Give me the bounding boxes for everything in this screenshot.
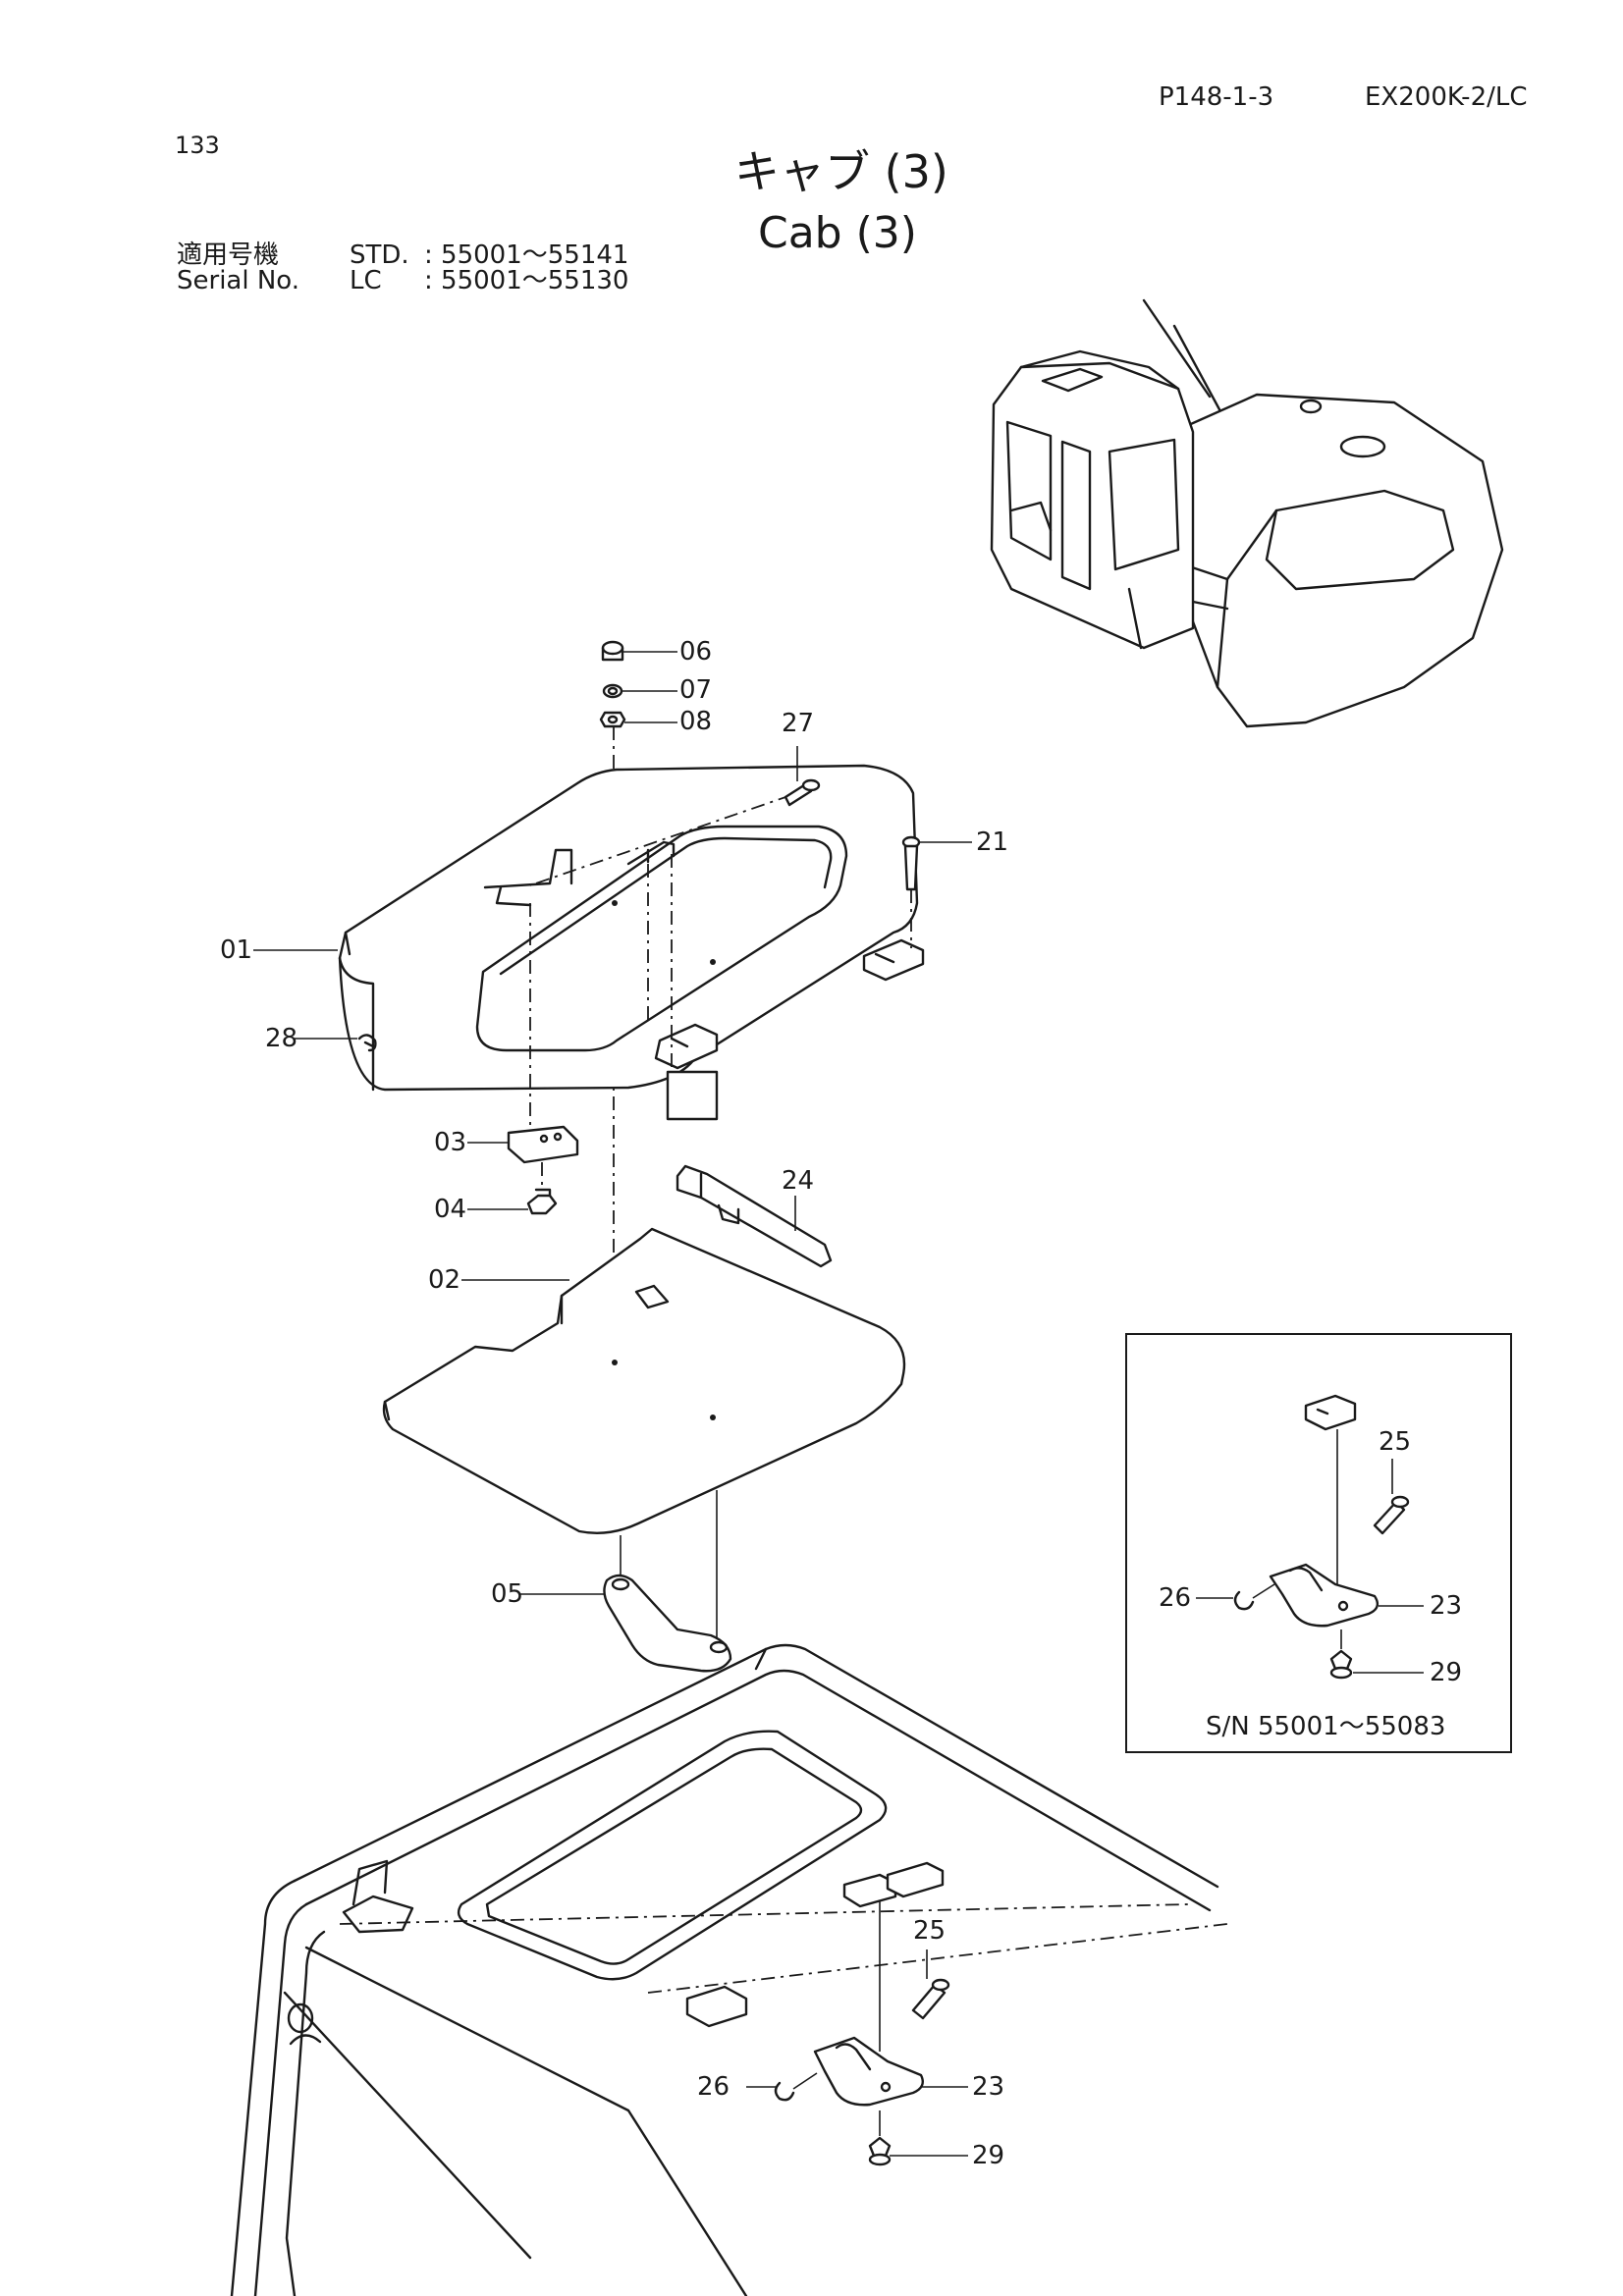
page-number: 133 bbox=[175, 132, 220, 159]
callout-24: 24 bbox=[782, 1166, 815, 1196]
inset-serial-note: S/N 55001～55083 bbox=[1206, 1712, 1446, 1741]
callout-29-bottom: 29 bbox=[972, 2141, 1005, 2170]
inset-assembly-illustration bbox=[1196, 1394, 1424, 1680]
callout-21: 21 bbox=[976, 828, 1009, 857]
serial-lc-range: : 55001～55130 bbox=[424, 266, 629, 295]
inset-callout-25: 25 bbox=[1379, 1427, 1412, 1457]
callout-27: 27 bbox=[782, 709, 815, 738]
callout-02: 02 bbox=[428, 1265, 461, 1295]
callout-28: 28 bbox=[265, 1024, 298, 1053]
bolt-25-bottom-icon bbox=[911, 1978, 950, 2020]
serial-label-en: Serial No. bbox=[177, 266, 299, 295]
bolt-06-icon bbox=[601, 640, 624, 662]
page-code: P148-1-3 bbox=[1159, 82, 1274, 112]
callout-08: 08 bbox=[679, 707, 713, 736]
bolt-21-icon bbox=[901, 835, 921, 891]
inset-callout-23: 23 bbox=[1430, 1591, 1463, 1621]
nut-08-icon bbox=[599, 711, 626, 728]
inset-callout-26: 26 bbox=[1159, 1583, 1192, 1613]
clip-26-bottom-icon bbox=[774, 2072, 818, 2102]
callout-06: 06 bbox=[679, 637, 713, 667]
serial-label-jp: 適用号機 bbox=[177, 240, 280, 270]
washer-07-icon bbox=[602, 683, 623, 699]
callout-05: 05 bbox=[491, 1579, 524, 1609]
bracket-03-icon bbox=[507, 1125, 579, 1164]
hatch-panel-01 bbox=[338, 764, 925, 1092]
bolt-27-icon bbox=[784, 778, 821, 807]
callout-23-bottom: 23 bbox=[972, 2072, 1005, 2102]
bolt-04-icon bbox=[526, 1188, 558, 1215]
excavator-overview-illustration bbox=[990, 298, 1504, 728]
serial-lc-label: LC bbox=[350, 266, 382, 295]
model-code: EX200K-2/LC bbox=[1365, 82, 1528, 112]
serial-std-range: : 55001～55141 bbox=[424, 240, 629, 270]
hinge-23-bottom-icon bbox=[813, 2036, 924, 2107]
callout-25-bottom: 25 bbox=[913, 1916, 947, 1946]
inset-frame bbox=[1125, 1333, 1512, 1753]
page-title-en: Cab (3) bbox=[758, 208, 917, 258]
callout-26-bottom: 26 bbox=[697, 2072, 730, 2102]
pad-02-icon bbox=[382, 1227, 906, 1534]
cab-roof-illustration bbox=[230, 1643, 1219, 2296]
callout-03: 03 bbox=[434, 1128, 467, 1157]
stay-rod-24-icon bbox=[676, 1164, 833, 1268]
callout-07: 07 bbox=[679, 675, 713, 705]
bolt-29-bottom-icon bbox=[868, 2136, 892, 2166]
inset-callout-29: 29 bbox=[1430, 1658, 1463, 1687]
serial-std-label: STD. bbox=[350, 240, 409, 270]
clip-28-icon bbox=[357, 1034, 377, 1052]
callout-01: 01 bbox=[220, 935, 253, 965]
callout-04: 04 bbox=[434, 1195, 467, 1224]
page-title-jp: キャブ (3) bbox=[734, 145, 948, 198]
handle-05-icon bbox=[603, 1574, 732, 1673]
